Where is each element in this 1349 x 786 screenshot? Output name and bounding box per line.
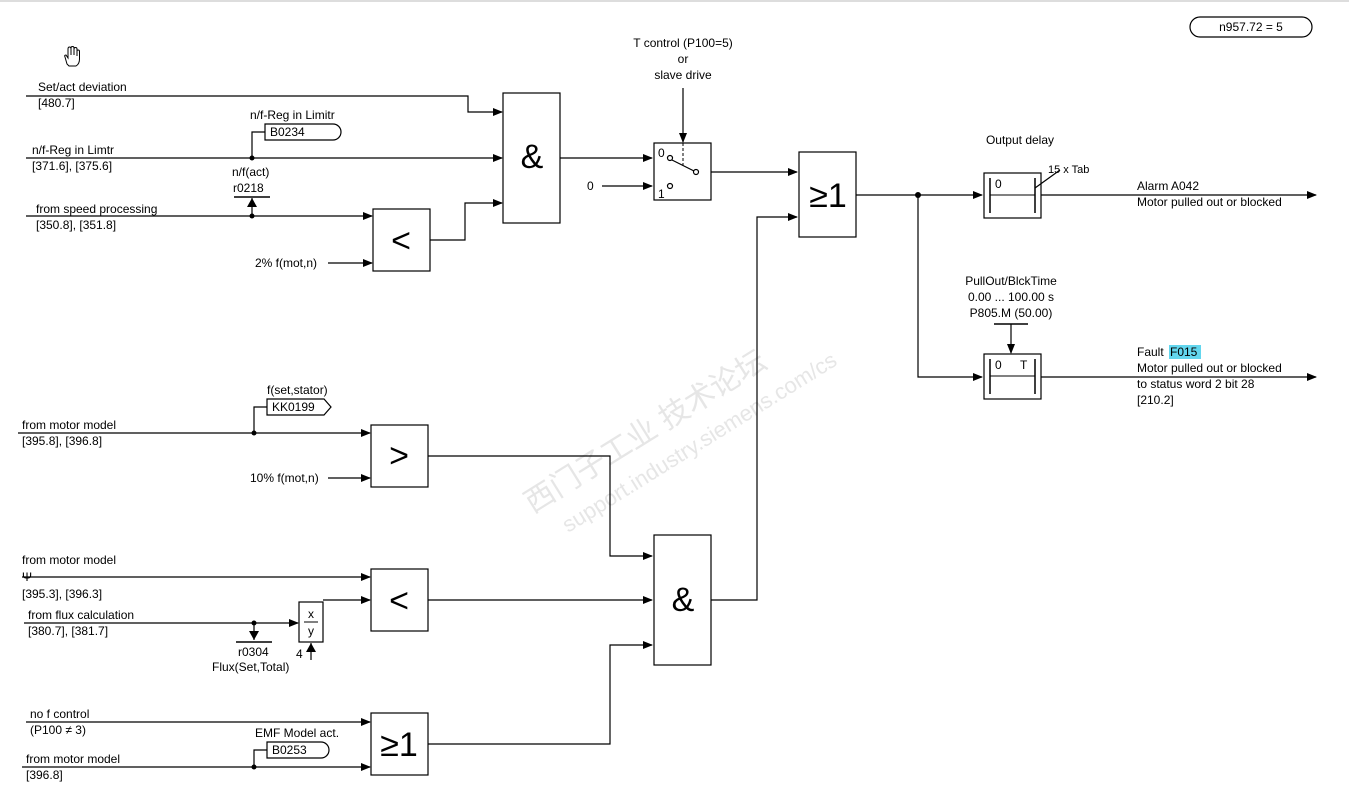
- pullout-val-0: 0: [995, 358, 1002, 372]
- fault-prefix: Fault: [1137, 345, 1164, 359]
- alarm-text: Motor pulled out or blocked: [1137, 195, 1282, 209]
- speed-proc-ref: [350.8], [351.8]: [36, 218, 116, 232]
- comparator-gt-symbol: >: [389, 437, 409, 475]
- set-act-deviation-ref: [480.7]: [38, 96, 75, 110]
- set-act-deviation-label: Set/act deviation: [38, 80, 127, 94]
- output-delay-title: Output delay: [986, 133, 1054, 147]
- r0304-label: Flux(Set,Total): [212, 660, 289, 674]
- f-set-stator-label: f(set,stator): [267, 383, 328, 397]
- and-gate-top: [502, 92, 561, 224]
- comparator-lt-top: [372, 208, 431, 272]
- switch-title-1: T control (P100=5): [633, 36, 733, 50]
- r0304-text: r0304: [238, 645, 269, 659]
- switch-title-3: slave drive: [654, 68, 712, 82]
- and-gate-top-symbol: &: [521, 138, 544, 176]
- threshold-10pct-label: 10% f(mot,n): [250, 471, 319, 485]
- r0304-arrow-icon: [249, 631, 259, 640]
- switch-pos-1: 1: [658, 187, 665, 201]
- speed-proc-label: from speed processing: [36, 202, 157, 216]
- comparator-lt-top-symbol: <: [391, 222, 411, 260]
- switch-title-2: or: [678, 52, 689, 66]
- motor-model-3-ref: [396.8]: [26, 768, 63, 782]
- switch-pos-0: 0: [658, 146, 665, 160]
- b0234-text: B0234: [270, 125, 305, 139]
- set-act-deviation-line: [26, 95, 503, 116]
- r0218-text: r0218: [233, 181, 264, 195]
- pullout-range: 0.00 ... 100.00 s: [968, 290, 1054, 304]
- kk0199-text: KK0199: [272, 400, 315, 414]
- pullout-param: P805.M (50.00): [970, 306, 1053, 320]
- switch-input-zero: 0: [587, 179, 594, 193]
- fault-text: Motor pulled out or blocked: [1137, 361, 1282, 375]
- motor-model-1-label: from motor model: [22, 418, 116, 432]
- pullout-val-t: T: [1020, 358, 1028, 372]
- divider-const: 4: [296, 647, 303, 661]
- b0253-binector-tag: [266, 741, 330, 759]
- alarm-code: Alarm A042: [1137, 179, 1199, 193]
- fault-code: F015: [1170, 345, 1198, 359]
- motor-model-1-ref: [395.8], [396.8]: [22, 434, 102, 448]
- motor-model-3-label: from motor model: [26, 752, 120, 766]
- no-f-control-cond: (P100 ≠ 3): [30, 723, 86, 737]
- parameter-badge: n957.72 = 5: [1189, 16, 1313, 38]
- b0234-binector-tag: [264, 123, 342, 141]
- b0253-text: B0253: [272, 743, 307, 757]
- watermark: 西门子工业 技术论坛 support.industry.siemens.com/…: [519, 344, 841, 537]
- comparator-lt-bottom-symbol: <: [389, 582, 409, 620]
- threshold-2pct-label: 2% f(mot,n): [255, 256, 317, 270]
- divider-y: y: [308, 624, 314, 638]
- flux-calc-ref: [380.7], [381.7]: [28, 624, 108, 638]
- emf-model-label: EMF Model act.: [255, 726, 339, 740]
- nf-reg-binector-label: n/f-Reg in Limitr: [250, 108, 335, 122]
- flux-calc-label: from flux calculation: [28, 608, 134, 622]
- b0234-tap-line: [251, 131, 265, 158]
- r0218-arrow-icon: [247, 198, 257, 207]
- output-delay-value: 0: [995, 177, 1002, 191]
- divider-x: x: [308, 607, 314, 621]
- badge-text: n957.72 = 5: [1219, 20, 1283, 34]
- nf-reg-ref: [371.6], [375.6]: [32, 159, 112, 173]
- nf-act-label: n/f(act): [232, 165, 269, 179]
- or-gate-bottom-symbol: ≥1: [380, 726, 418, 764]
- pullout-title: PullOut/BlckTime: [965, 274, 1057, 288]
- no-f-control-label: no f control: [30, 707, 89, 721]
- fault-ref: [210.2]: [1137, 393, 1174, 407]
- and-gate-bottom: [653, 534, 712, 666]
- and-gate-bottom-symbol: &: [672, 581, 695, 619]
- kk0199-connector-tag: [266, 398, 332, 416]
- comparator-lt-bottom: [370, 568, 429, 632]
- motor-model-2-label: from motor model: [22, 553, 116, 567]
- or-gate-main-symbol: ≥1: [809, 177, 847, 215]
- or-gate-bottom: [370, 712, 429, 776]
- nf-reg-label: n/f-Reg in Limtr: [32, 143, 114, 157]
- motor-model-2-ref: [395.3], [396.3]: [22, 587, 102, 601]
- or-gate-main: [798, 151, 857, 238]
- comparator-gt: [370, 424, 429, 488]
- hand-pointer-icon: [64, 45, 80, 67]
- output-delay-tab: 15 x Tab: [1048, 164, 1089, 176]
- fault-status: to status word 2 bit 28: [1137, 377, 1255, 391]
